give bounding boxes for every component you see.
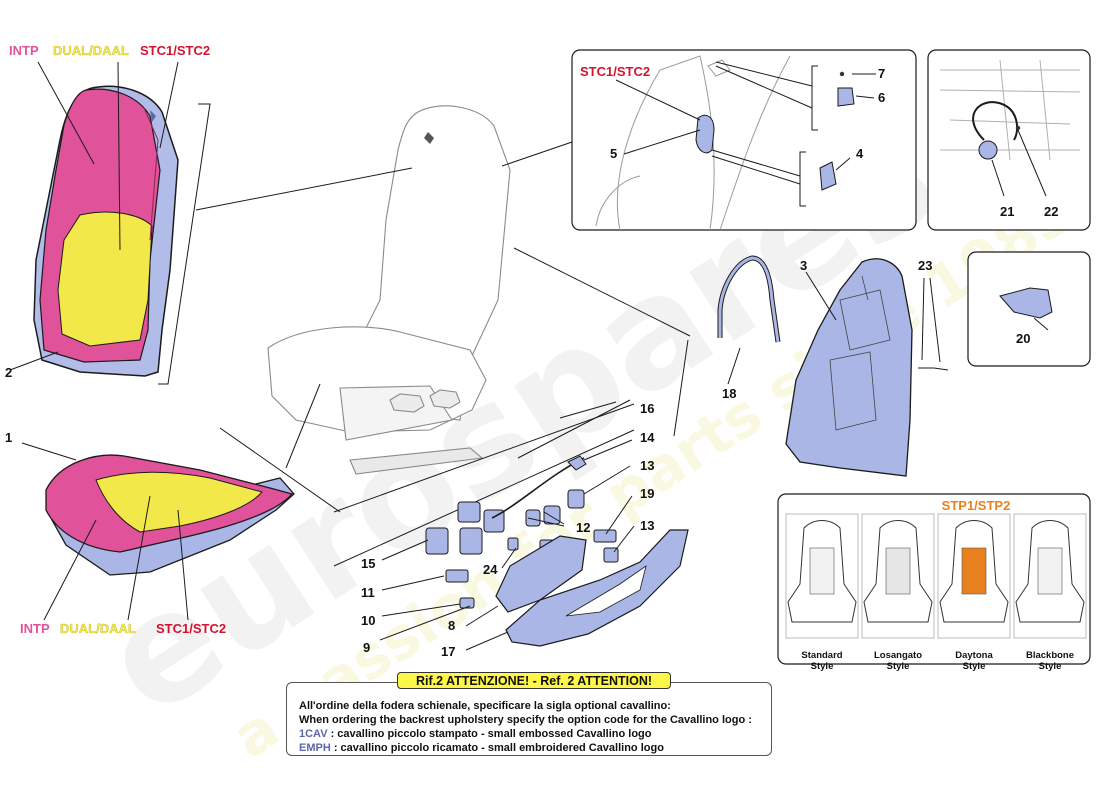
style-name: Losangato <box>874 650 922 661</box>
callout-4: 4 <box>856 146 864 161</box>
callouts: 1 2 3 4 5 6 7 8 9 10 11 12 13 13 14 15 1… <box>5 66 1058 659</box>
option-leaders <box>37 61 189 621</box>
callout-15: 15 <box>361 556 375 571</box>
callout-8: 8 <box>448 618 455 633</box>
callout-11: 11 <box>361 585 375 600</box>
label-stc-bottom: STC1/STC2 <box>156 621 226 636</box>
note-line-2: When ordering the backrest upholstery sp… <box>299 714 752 726</box>
backrest-upholstery <box>9 85 179 377</box>
part-leaders <box>379 439 635 651</box>
callout-6: 6 <box>878 90 885 105</box>
style-suffix: Style <box>963 661 986 672</box>
callout-17: 17 <box>441 644 455 659</box>
note-code: 1CAV <box>299 728 328 740</box>
switch-parts <box>425 455 619 609</box>
label-intp-top: INTP <box>9 43 39 58</box>
label-stc-top: STC1/STC2 <box>140 43 210 58</box>
styles-panel: StandardStyleLosangatoStyleDaytonaStyleB… <box>777 493 1091 672</box>
callout-18: 18 <box>722 386 736 401</box>
callout-20: 20 <box>1016 331 1030 346</box>
label-dual-bottom: DUAL/DAAL <box>60 621 136 636</box>
style-seat-insert <box>809 547 835 595</box>
style-suffix: Style <box>1039 661 1062 672</box>
callout-24: 24 <box>483 562 498 577</box>
attention-note: All'ordine della fodera schienale, speci… <box>286 682 772 756</box>
label-stc-inset: STC1/STC2 <box>580 64 650 79</box>
seat-leaders <box>195 141 691 567</box>
callout-12: 12 <box>576 520 590 535</box>
side-trim <box>505 529 689 647</box>
style-suffix: Style <box>887 661 910 672</box>
callout-16: 16 <box>640 401 654 416</box>
seat-badge-glyph <box>424 132 434 144</box>
callout-13a: 13 <box>640 458 654 473</box>
switch-panel <box>495 535 587 613</box>
style-name: Daytona <box>955 650 993 661</box>
headrest-guide <box>717 255 781 385</box>
callout-5: 5 <box>610 146 617 161</box>
style-suffix: Style <box>811 661 834 672</box>
callout-22: 22 <box>1044 204 1058 219</box>
style-name: Blackbone <box>1026 650 1074 661</box>
callout-13b: 13 <box>640 518 654 533</box>
callout-7: 7 <box>878 66 885 81</box>
inset-part-20 <box>967 251 1091 367</box>
callout-19: 19 <box>640 486 654 501</box>
callout-21: 21 <box>1000 204 1014 219</box>
note-code-text: : cavallino piccolo stampato - small emb… <box>327 728 652 740</box>
style-seat-insert <box>961 547 987 595</box>
callout-23: 23 <box>918 258 932 273</box>
note-code-text: : cavallino piccolo ricamato - small emb… <box>330 742 664 754</box>
seat-assembly-outline <box>267 105 511 475</box>
callout-9: 9 <box>363 640 370 655</box>
cushion-upholstery <box>21 442 295 576</box>
note-code-row: 1CAV : cavallino piccolo stampato - smal… <box>299 727 761 741</box>
style-seat-insert <box>1037 547 1063 595</box>
label-intp-bottom: INTP <box>20 621 50 636</box>
note-line-1: All'ordine della fodera schienale, speci… <box>299 700 671 712</box>
note-code-row: EMPH : cavallino piccolo ricamato - smal… <box>299 741 761 755</box>
inset-cable-detail <box>927 49 1091 231</box>
label-dual-top: DUAL/DAAL <box>53 43 129 58</box>
back-frame <box>785 258 913 477</box>
callout-2: 2 <box>5 365 12 380</box>
callout-10: 10 <box>361 613 375 628</box>
style-seat-insert <box>885 547 911 595</box>
note-title: Rif.2 ATTENZIONE! - Ref. 2 ATTENTION! <box>397 672 671 689</box>
backrest-bracket <box>158 103 211 385</box>
pins <box>918 277 949 371</box>
callout-14: 14 <box>640 430 655 445</box>
inset-backrest-detail <box>571 49 917 231</box>
style-name: Standard <box>801 650 842 661</box>
callout-3: 3 <box>800 258 807 273</box>
note-code: EMPH <box>299 742 331 754</box>
callout-1: 1 <box>5 430 12 445</box>
stp-badge: STP1/STP2 <box>942 498 1011 513</box>
